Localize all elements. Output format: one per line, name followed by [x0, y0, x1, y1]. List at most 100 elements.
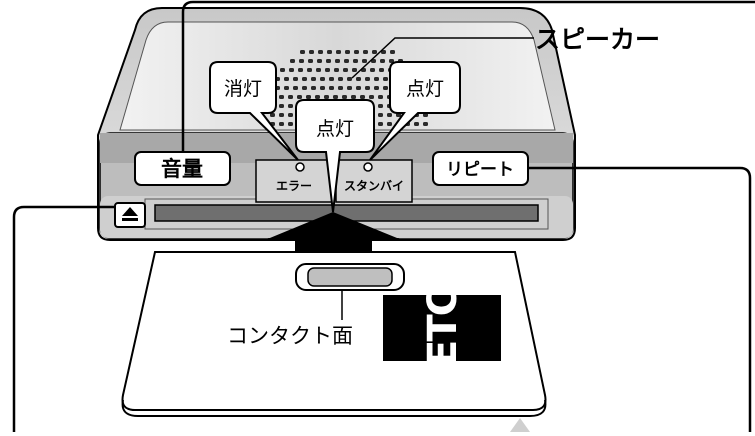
grille-hole [334, 68, 339, 72]
error-led-state: 消灯 [224, 78, 262, 100]
grille-hole [311, 77, 316, 81]
grille-hole [345, 50, 350, 54]
grille-hole [293, 77, 298, 81]
grille-hole [378, 113, 383, 117]
grille-hole [284, 86, 289, 90]
grille-hole [308, 59, 313, 63]
grille-hole [325, 68, 330, 72]
grille-hole [389, 59, 394, 63]
grille-hole [374, 77, 379, 81]
grille-hole [288, 122, 293, 126]
grille-hole [423, 122, 428, 126]
grille-hole [370, 68, 375, 72]
grille-hole [270, 113, 275, 117]
grille-hole [297, 95, 302, 99]
grille-hole [279, 122, 284, 126]
repeat-button[interactable]: リピート [432, 151, 529, 186]
grille-hole [338, 86, 343, 90]
volume-button-label: 音量 [161, 157, 203, 181]
grille-hole [302, 86, 307, 90]
eject-button[interactable] [114, 202, 146, 228]
standby-indicator: スタンバイ [335, 159, 413, 203]
grille-hole [320, 86, 325, 90]
grille-hole [387, 122, 392, 126]
grille-hole [352, 68, 357, 72]
grille-hole [324, 95, 329, 99]
standby-label: スタンバイ [344, 179, 404, 193]
etc-logo: ETC [383, 289, 501, 367]
grille-hole [390, 50, 395, 54]
speaker-label: スピーカー [535, 25, 660, 54]
grille-hole [379, 68, 384, 72]
grille-hole [316, 68, 321, 72]
grille-hole [362, 59, 367, 63]
grille-hole [302, 77, 307, 81]
grille-hole [327, 50, 332, 54]
grille-hole [414, 122, 419, 126]
grille-hole [347, 77, 352, 81]
speaker-callout-line [351, 37, 534, 79]
grille-hole [299, 59, 304, 63]
grille-hole [289, 68, 294, 72]
grille-hole [326, 59, 331, 63]
grille-hole [363, 50, 368, 54]
up-arrow-icon [265, 212, 402, 260]
grille-hole [315, 95, 320, 99]
error-label: エラー [276, 179, 312, 193]
grille-hole [318, 50, 323, 54]
callout-lines [12, 0, 755, 432]
grille-hole [387, 113, 392, 117]
grille-hole [279, 95, 284, 99]
grille-hole [378, 104, 383, 108]
grille-hole [279, 104, 284, 108]
grille-hole [354, 50, 359, 54]
svg-text:ETC: ETC [420, 289, 466, 367]
error-led-state-bubble: 消灯 [209, 61, 299, 161]
grille-hole [300, 50, 305, 54]
grille-hole [383, 77, 388, 81]
grille-hole [351, 95, 356, 99]
grille-hole [320, 77, 325, 81]
grille-hole [298, 68, 303, 72]
contact-chip [295, 263, 405, 291]
grille-hole [374, 86, 379, 90]
grille-hole [280, 68, 285, 72]
grille-hole [369, 95, 374, 99]
grille-hole [311, 86, 316, 90]
grille-hole [329, 77, 334, 81]
grille-hole [365, 77, 370, 81]
grille-hole [360, 95, 365, 99]
grille-hole [338, 77, 343, 81]
grille-hole [290, 59, 295, 63]
error-indicator: エラー [255, 159, 333, 203]
card-direction-marker [510, 418, 530, 432]
grille-hole [317, 59, 322, 63]
grille-hole [329, 86, 334, 90]
grille-hole [380, 59, 385, 63]
grille-hole [383, 86, 388, 90]
volume-button[interactable]: 音量 [134, 151, 231, 186]
error-led [295, 162, 305, 172]
grille-hole [343, 68, 348, 72]
grille-hole [336, 50, 341, 54]
grille-hole [378, 95, 383, 99]
grille-hole [344, 59, 349, 63]
grille-hole [288, 113, 293, 117]
grille-hole [342, 95, 347, 99]
repeat-button-label: リピート [446, 160, 514, 180]
eject-icon [122, 207, 138, 221]
grille-hole [335, 59, 340, 63]
grille-hole [356, 86, 361, 90]
grille-hole [288, 104, 293, 108]
standby-led-state-bubble: 点灯 [369, 61, 461, 161]
grille-hole [378, 122, 383, 126]
grille-hole [279, 113, 284, 117]
contact-surface-label: コンタクト面 [227, 324, 353, 348]
standby-led-state: 点灯 [406, 78, 444, 100]
grille-hole [284, 77, 289, 81]
grille-hole [309, 50, 314, 54]
etc-card: コンタクト面 ETC [121, 251, 547, 417]
grille-hole [293, 86, 298, 90]
grille-hole [288, 95, 293, 99]
